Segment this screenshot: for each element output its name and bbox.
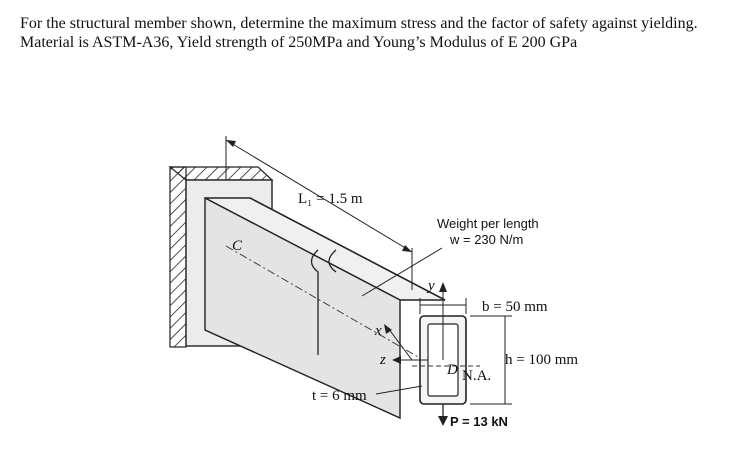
problem-statement: For the structural member shown, determi… [20,14,720,52]
point-d-label: D [446,362,458,378]
z-axis-arrow [392,356,401,364]
x-axis [387,327,413,361]
weight-leader [361,247,443,297]
x-axis-label: x [374,323,382,339]
x-axis-arrow [384,324,392,334]
length-dimension [225,136,413,290]
weight-value: w = 230 N/m [449,232,523,247]
load-arrow-head [438,416,448,426]
z-axis-label: z [379,352,386,368]
problem-text: For the structural member shown, determi… [20,15,698,32]
thickness-leader [375,385,423,395]
y-axis-arrow [439,282,447,292]
neutral-axis-label: N.A. [462,368,491,384]
weight-title: Weight per length [437,216,539,231]
length-label: L₁ = 1.5 m [298,191,363,207]
material-text: Material is ASTM-A36, Yield strength of … [20,34,578,51]
beam-body [204,196,446,420]
load-label: P = 13 kN [450,414,508,429]
height-label: h = 100 mm [505,352,578,368]
point-c-label: C [232,238,243,254]
y-axis-label: y [426,278,435,294]
width-label: b = 50 mm [482,299,548,315]
thickness-label: t = 6 mm [312,388,367,404]
